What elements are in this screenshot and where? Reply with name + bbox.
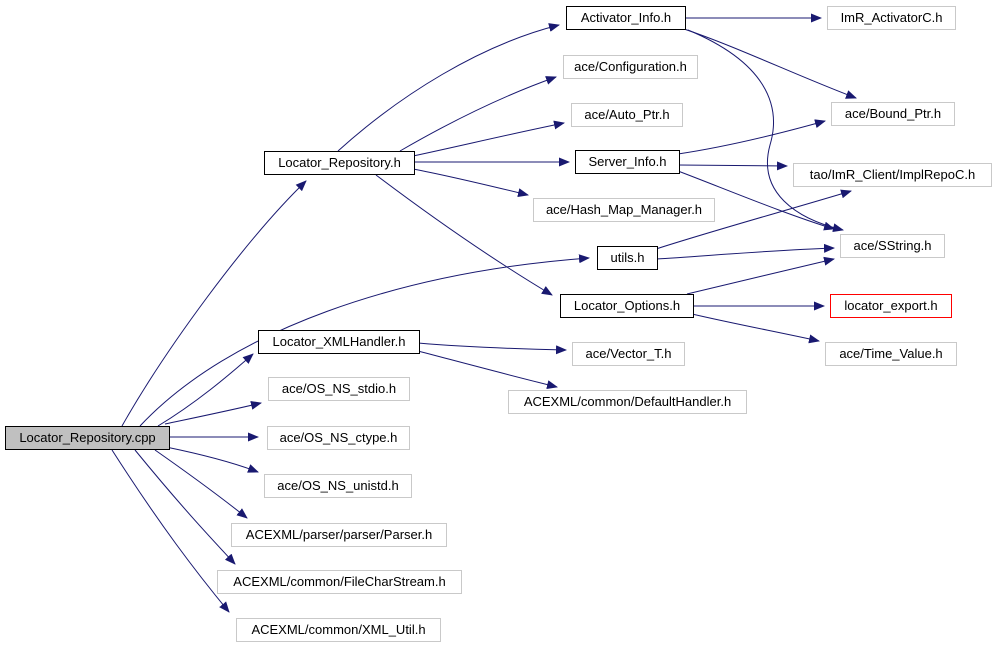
edge-server-info-h-to-ace-bound-ptr-h xyxy=(677,119,826,155)
edge-activator-info-h-to-ace-sstring-h xyxy=(687,29,844,233)
node-activator-info-h[interactable]: Activator_Info.h xyxy=(566,6,686,30)
node-imr-activatorc-h: ImR_ActivatorC.h xyxy=(827,6,956,30)
edge-cpp-to-locator-repository-h xyxy=(121,180,307,427)
node-server-info-h[interactable]: Server_Info.h xyxy=(575,150,680,174)
edge-repository-h-to-ace-hash-map-manager-h xyxy=(412,168,529,198)
edge-locator-options-h-to-ace-sstring-h xyxy=(686,256,835,295)
node-utils-h[interactable]: utils.h xyxy=(597,246,658,270)
node-ace-sstring-h: ace/SString.h xyxy=(840,234,945,258)
edge-locator-options-h-to-ace-time-value-h xyxy=(691,313,820,344)
node-ace-os-ns-stdio-h: ace/OS_NS_stdio.h xyxy=(268,377,410,401)
edge-repository-h-to-ace-configuration-h xyxy=(399,76,557,152)
node-acexml-common-filecharstream-h: ACEXML/common/FileCharStream.h xyxy=(217,570,462,594)
edge-cpp-to-acexml-xml-util-h xyxy=(111,449,230,613)
edge-activator-info-h-to-ace-bound-ptr-h xyxy=(683,28,857,99)
edge-repository-h-to-ace-auto-ptr-h xyxy=(412,120,565,157)
node-ace-time-value-h: ace/Time_Value.h xyxy=(825,342,957,366)
edge-server-info-h-to-ace-sstring-h xyxy=(677,170,835,231)
edge-cpp-to-utils-h xyxy=(139,254,590,427)
edge-repository-h-to-activator-info-h xyxy=(337,23,560,152)
edge-cpp-to-ace-os-ns-unistd-h xyxy=(165,446,259,473)
node-ace-os-ns-ctype-h: ace/OS_NS_ctype.h xyxy=(267,426,410,450)
node-ace-configuration-h: ace/Configuration.h xyxy=(563,55,698,79)
node-ace-vector-t-h: ace/Vector_T.h xyxy=(572,342,685,366)
node-locator-repository-cpp: Locator_Repository.cpp xyxy=(5,426,170,450)
node-locator-options-h[interactable]: Locator_Options.h xyxy=(560,294,694,318)
node-locator-export-h: locator_export.h xyxy=(830,294,952,318)
edge-repository-h-to-locator-options-h xyxy=(375,174,553,296)
edge-cpp-to-acexml-filecharstream-h xyxy=(134,449,236,565)
edge-cpp-to-acexml-parser-h xyxy=(154,449,248,519)
edge-xmlhandler-h-to-acexml-defaulthandler-h xyxy=(417,350,558,389)
node-acexml-common-xml-util-h: ACEXML/common/XML_Util.h xyxy=(236,618,441,642)
node-ace-os-ns-unistd-h: ace/OS_NS_unistd.h xyxy=(264,474,412,498)
node-locator-xmlhandler-h[interactable]: Locator_XMLHandler.h xyxy=(258,330,420,354)
node-ace-hash-map-manager-h: ace/Hash_Map_Manager.h xyxy=(533,198,715,222)
edge-utils-h-to-implrepoc-h xyxy=(655,189,852,250)
edge-cpp-to-ace-os-ns-stdio-h xyxy=(164,400,262,425)
node-locator-repository-h[interactable]: Locator_Repository.h xyxy=(264,151,415,175)
edge-server-info-h-to-implrepoc-h xyxy=(677,161,788,171)
edge-utils-h-to-ace-sstring-h xyxy=(655,243,835,260)
node-acexml-common-defaulthandler-h: ACEXML/common/DefaultHandler.h xyxy=(508,390,747,414)
edge-xmlhandler-h-to-ace-vector-t-h xyxy=(417,342,567,355)
node-tao-imr-client-implrepoc-h: tao/ImR_Client/ImplRepoC.h xyxy=(793,163,992,187)
node-acexml-parser-parser-parser-h: ACEXML/parser/parser/Parser.h xyxy=(231,523,447,547)
edge-cpp-to-locator-xmlhandler-h xyxy=(157,353,254,427)
node-ace-bound-ptr-h: ace/Bound_Ptr.h xyxy=(831,102,955,126)
node-ace-auto-ptr-h: ace/Auto_Ptr.h xyxy=(571,103,683,127)
